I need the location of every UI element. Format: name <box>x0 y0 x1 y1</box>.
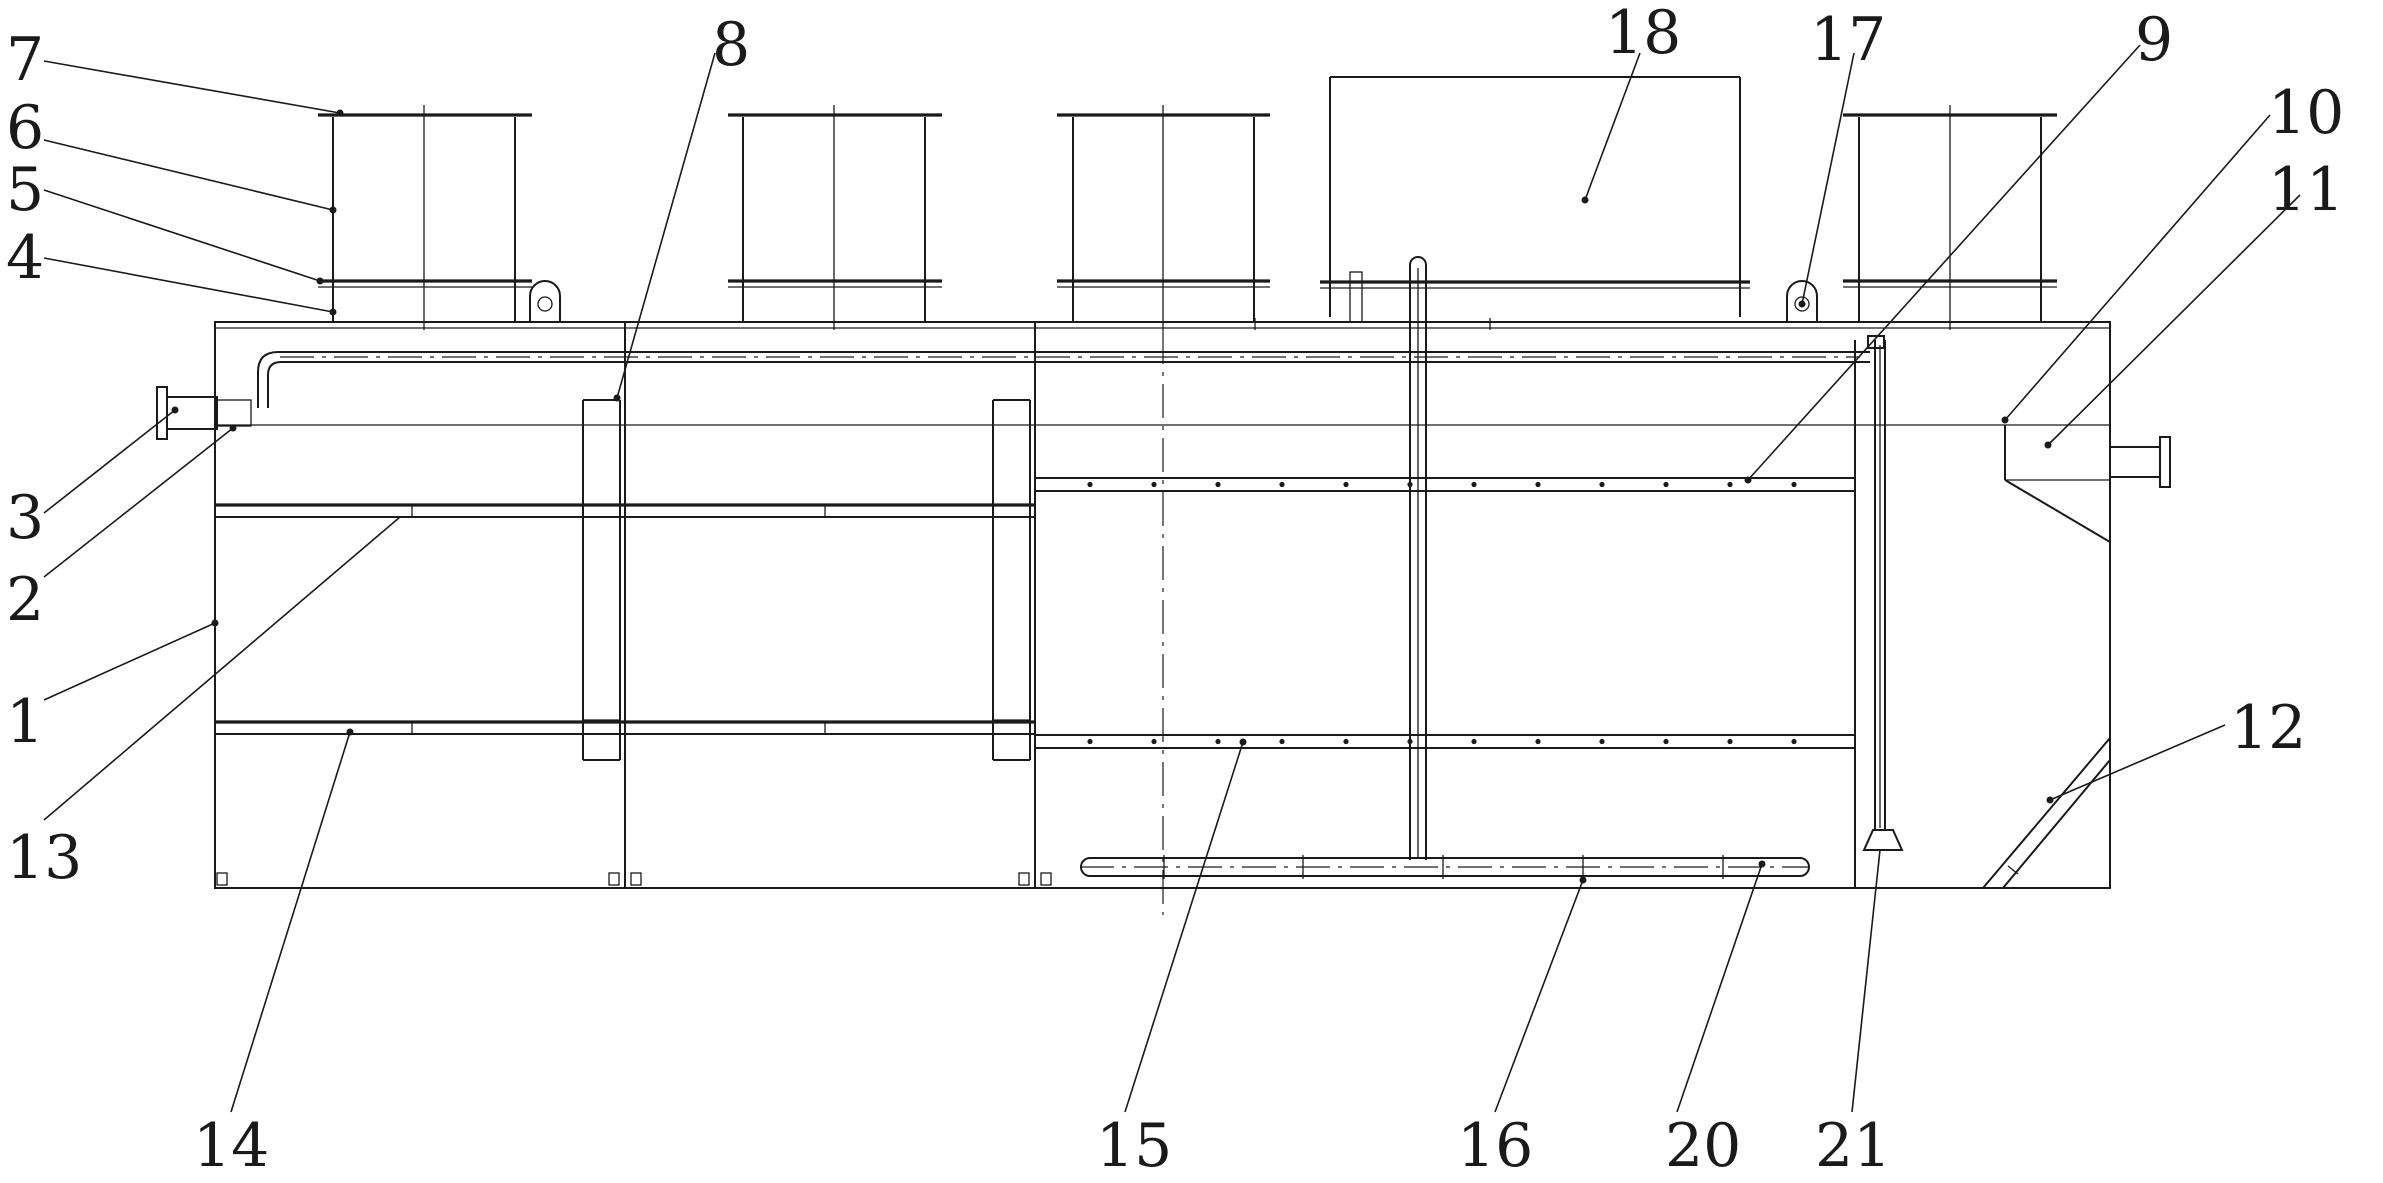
perforation-hole <box>1087 738 1093 745</box>
lifting-lug-right <box>1786 280 1818 322</box>
perforation-hole <box>1279 738 1285 745</box>
perforations <box>1087 481 1797 745</box>
label-7: 7 <box>6 25 44 95</box>
label-13: 13 <box>6 823 82 893</box>
label-16: 16 <box>1457 1111 1533 1181</box>
perforation-hole <box>1535 738 1541 745</box>
label-15: 15 <box>1096 1111 1172 1181</box>
label-8: 8 <box>712 10 750 80</box>
lifting-lug-left <box>529 280 561 322</box>
hood-box <box>1254 76 1750 330</box>
label-10: 10 <box>2268 78 2344 148</box>
label-20: 20 <box>1665 1111 1741 1181</box>
perforation-hole <box>1471 738 1477 745</box>
perforation-hole <box>1215 738 1221 745</box>
perforation-hole <box>1599 481 1605 488</box>
perforation-hole <box>1599 738 1605 745</box>
leader-lines <box>43 44 2301 1113</box>
label-11: 11 <box>2268 155 2344 225</box>
perforation-hole <box>1535 481 1541 488</box>
perforation-hole <box>1343 481 1349 488</box>
bottom-aeration-pipe <box>1080 855 1810 879</box>
sloped-plate <box>1982 737 2111 889</box>
label-6: 6 <box>6 93 44 163</box>
vertical-riser-pipe <box>1409 256 1427 860</box>
duct-2 <box>728 105 942 330</box>
lower-perforated-pipe <box>1035 734 1855 749</box>
label-2: 2 <box>6 565 44 635</box>
perforation-hole <box>1663 738 1669 745</box>
duct-4 <box>1843 105 2057 330</box>
part-labels: 7 6 5 4 3 2 1 13 14 15 16 20 21 8 18 17 … <box>6 0 2344 1181</box>
perforation-hole <box>1727 481 1733 488</box>
duct-1 <box>318 105 532 330</box>
label-3: 3 <box>6 483 44 553</box>
upper-perforated-pipe <box>1035 477 1855 492</box>
label-1: 1 <box>6 687 44 757</box>
perforation-hole <box>1343 738 1349 745</box>
baffle-vertical-1 <box>582 399 621 761</box>
leader-dots <box>171 109 2054 884</box>
duct-3 <box>1057 105 1270 330</box>
label-18: 18 <box>1605 0 1681 68</box>
outlet-trough <box>2004 425 2111 543</box>
perforation-hole <box>1087 481 1093 488</box>
perforation-hole <box>1791 481 1797 488</box>
perforation-hole <box>1471 481 1477 488</box>
perforation-hole <box>1151 481 1157 488</box>
perforation-hole <box>1727 738 1733 745</box>
label-21: 21 <box>1815 1111 1891 1181</box>
upper-shelf <box>215 503 1035 518</box>
outlet-pipe <box>2109 436 2171 488</box>
perforation-hole <box>1279 481 1285 488</box>
perforation-hole <box>1791 738 1797 745</box>
perforation-hole <box>1151 738 1157 745</box>
down-pipe-diffuser <box>1854 340 1904 888</box>
label-12: 12 <box>2230 693 2306 763</box>
perforation-hole <box>1663 481 1669 488</box>
label-9: 9 <box>2135 5 2173 75</box>
perforation-hole <box>1215 481 1221 488</box>
label-14: 14 <box>193 1111 269 1181</box>
label-17: 17 <box>1810 5 1886 75</box>
top-pipe <box>257 335 1885 408</box>
baffle-vertical-2 <box>992 399 1031 761</box>
label-4: 4 <box>6 223 44 293</box>
label-5: 5 <box>6 155 44 225</box>
